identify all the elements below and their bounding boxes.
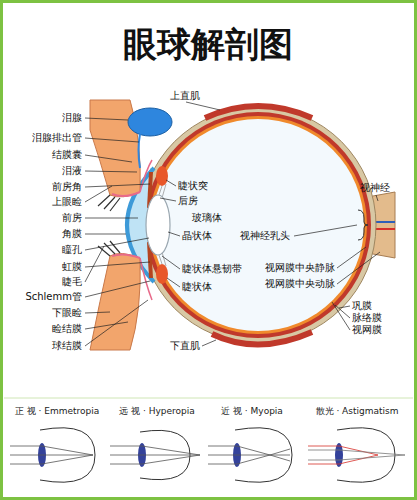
hyperopia-figure (110, 430, 200, 479)
part-label: 视网膜 (352, 324, 382, 336)
figure-caption: 散光 · Astigmatism (316, 405, 399, 417)
ciliary-body (156, 166, 168, 186)
choroid (145, 112, 371, 338)
drawing-part (85, 184, 150, 187)
part-label: 睫毛 (62, 276, 82, 288)
part-label: 瞳孔 (62, 244, 82, 256)
part-label: 脉络膜 (352, 312, 382, 324)
part-label: 视神经 (360, 182, 390, 194)
drawing-part (85, 312, 110, 313)
figure-caption: 正 视 · Emmetropia (15, 405, 99, 417)
drawing-part (85, 238, 149, 250)
astigmatism-figure (308, 428, 405, 482)
part-label: 泪腺排出管 (32, 132, 82, 144)
drawing-part (85, 234, 126, 235)
part-label: 上眼睑 (52, 196, 82, 208)
drawing-part (166, 180, 176, 186)
drawing-part (10, 446, 93, 464)
lacrimal-duct (139, 134, 141, 168)
part-label: 睫状体 (182, 281, 212, 293)
drawing-part (337, 252, 380, 284)
part-label: 视神经乳头 (240, 230, 290, 242)
drawing-part (162, 256, 180, 269)
drawing-part (85, 171, 137, 172)
drawing-part (4, 398, 413, 399)
drawing-part (160, 198, 176, 201)
drawing-part (85, 118, 128, 120)
drawing-part (85, 186, 112, 202)
drawing-part (202, 340, 216, 346)
part-label: 晶状体 (182, 230, 212, 242)
diagram-title: 眼球解剖图 (123, 24, 293, 64)
drawing-part (332, 302, 350, 330)
part-label: Schlemm管 (25, 291, 82, 303)
lower-eyelid (90, 253, 140, 350)
drawing-part (186, 102, 220, 110)
drawing-part (85, 138, 139, 142)
part-label: 睑结膜 (52, 323, 82, 335)
drawing-part (167, 278, 180, 287)
sclera (140, 107, 376, 343)
drawing-part (85, 281, 150, 297)
emmetropia-figure (10, 428, 95, 482)
drawing-part (85, 300, 148, 346)
drawing-part (339, 306, 350, 308)
superior-rectus (205, 106, 312, 118)
drawing-part (85, 262, 150, 267)
part-label: 虹膜 (62, 261, 82, 273)
drawing-part (85, 322, 128, 329)
part-label: 睫状体悬韧带 (182, 263, 242, 275)
drawing-part (308, 450, 405, 460)
part-label: 球结膜 (52, 340, 82, 352)
part-label: 下直肌 (170, 340, 200, 352)
refraction-diagrams (4, 398, 413, 482)
part-label: 角膜 (62, 228, 82, 240)
bracket (358, 210, 368, 240)
drawing-part (208, 446, 290, 464)
drawing-part (85, 218, 138, 219)
palpebral-conjunctiva (112, 192, 140, 196)
leader-lines (85, 102, 380, 346)
part-label: 视网膜中央动脉 (265, 278, 335, 290)
lacrimal-gland (128, 108, 172, 136)
ciliary-body (156, 264, 168, 284)
drawing-part (168, 232, 180, 236)
drawing-part (337, 247, 366, 268)
part-label: 上直肌 (170, 90, 200, 102)
zonule (162, 252, 166, 266)
part-label: 结膜囊 (52, 149, 82, 161)
drawing-part (335, 305, 350, 318)
drawing-part (110, 446, 200, 464)
part-label: 前房 (62, 212, 82, 224)
zonule (162, 184, 166, 198)
part-label: 视网膜中央静脉 (265, 262, 335, 274)
part-label: 泪液 (62, 165, 82, 177)
drawing-part (294, 225, 357, 236)
inferior-rectus (212, 332, 312, 345)
vitreous-body (152, 119, 364, 331)
bulbar-conjunctiva (140, 160, 152, 300)
drawing-part (85, 155, 132, 162)
retina (149, 116, 367, 334)
part-label: 下眼睑 (52, 307, 82, 319)
part-label: 玻璃体 (192, 212, 222, 224)
part-label: 睫状突 (178, 180, 208, 192)
myopia-figure (208, 428, 292, 482)
drawing-part (308, 446, 378, 464)
drawing-part (85, 246, 104, 282)
figure-caption: 近 视 · Myopia (221, 405, 283, 417)
part-label: 泪腺 (62, 112, 82, 124)
part-label: 前房角 (52, 181, 82, 193)
figure-caption: 远 视 · Hyperopia (119, 405, 195, 417)
part-label: 后房 (178, 195, 198, 207)
lens (146, 195, 170, 255)
palpebral-conjunctiva (112, 254, 140, 258)
part-label: 巩膜 (352, 300, 372, 312)
drawing-part (337, 428, 395, 482)
drawing-part (376, 195, 378, 201)
